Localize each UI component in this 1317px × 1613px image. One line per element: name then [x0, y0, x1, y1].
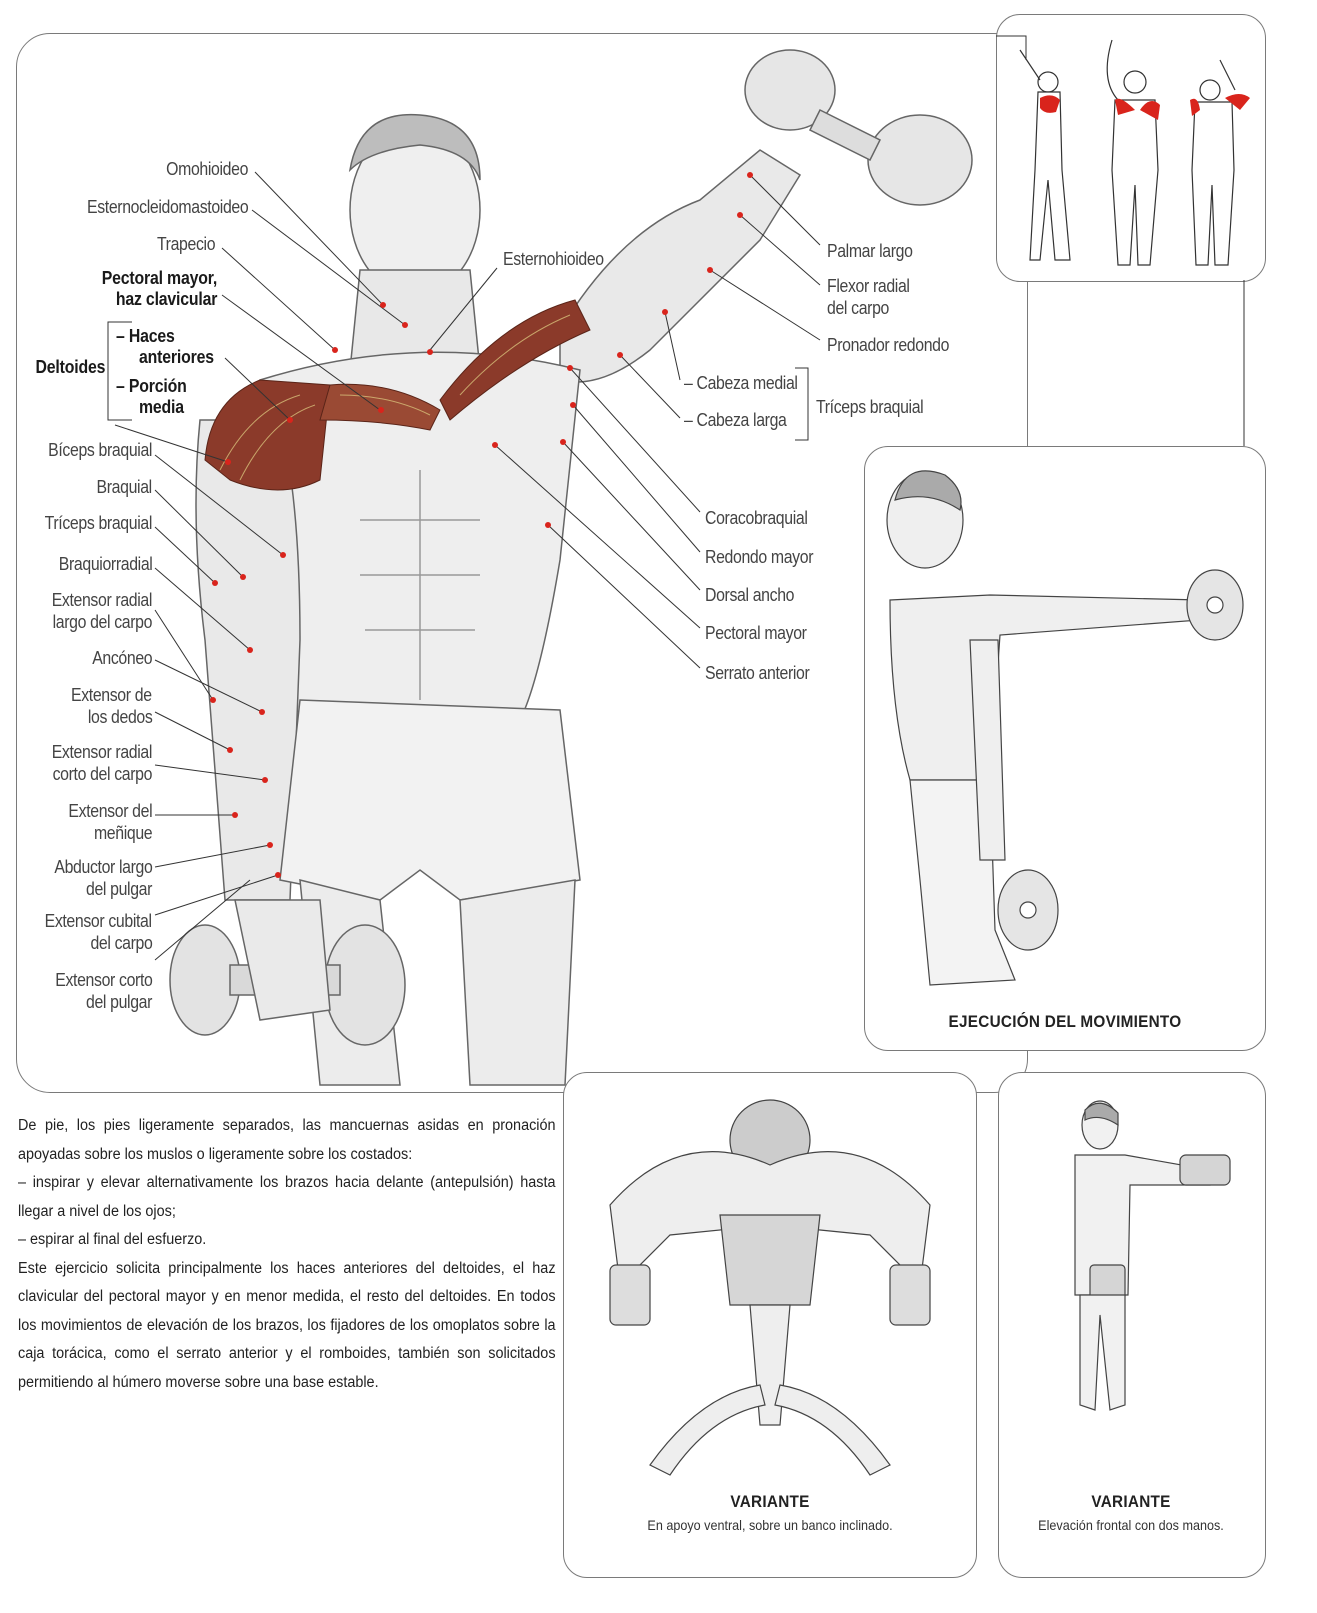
marker-dot [262, 777, 268, 783]
marker-dot [560, 439, 566, 445]
label-triceps-braquial: Tríceps braquial [44, 513, 153, 533]
execution-illustration [886, 470, 1244, 986]
label-anconeo: Ancóneo [91, 648, 152, 668]
description-paragraph: – espirar al final del esfuerzo. [18, 1231, 207, 1248]
label-pronador-redondo: Pronador redondo [827, 335, 950, 355]
marker-dot [332, 347, 338, 353]
variant-two-hands-title: VARIANTE [1091, 1492, 1171, 1511]
marker-dot [232, 812, 238, 818]
label-coracobraquial: Coracobraquial [705, 508, 808, 528]
label-extensor-corto-1: Extensor corto [54, 970, 153, 990]
marker-dot [212, 580, 218, 586]
label-braquiorradial: Braquiorradial [58, 554, 152, 574]
marker-dot [227, 747, 233, 753]
marker-dot [545, 522, 551, 528]
label-braquial: Braquial [96, 477, 153, 497]
marker-dot [737, 212, 743, 218]
marker-dot [380, 302, 386, 308]
marker-dot [267, 842, 273, 848]
label-porcion: – Porción [116, 376, 187, 396]
label-dorsal-ancho: Dorsal ancho [705, 585, 795, 605]
marker-dot [492, 442, 498, 448]
marker-dot [280, 552, 286, 558]
variant-bench-subtitle: En apoyo ventral, sobre un banco inclina… [647, 1517, 893, 1533]
muscle-map-illustration [1019, 39, 1250, 266]
label-biceps-braquial: Bíceps braquial [48, 440, 152, 460]
marker-dot [240, 574, 246, 580]
label-extensor-cubital-1: Extensor cubital [44, 911, 152, 931]
marker-dot [662, 309, 668, 315]
marker-dot [747, 172, 753, 178]
main-anatomy-illustration [169, 49, 973, 1086]
label-esternohioideo: Esternohioideo [503, 249, 604, 269]
marker-dot [378, 407, 384, 413]
marker-dot [287, 417, 293, 423]
label-pectoral-mayor-right: Pectoral mayor [705, 623, 807, 643]
marker-dot [402, 322, 408, 328]
label-extensor-dedos-2: los dedos [87, 707, 152, 727]
label-abductor-largo-1: Abductor largo [53, 857, 152, 877]
label-extensor-cubital-2: del carpo [90, 933, 152, 953]
marker-dot [225, 459, 231, 465]
marker-dot [247, 647, 253, 653]
variant-two-hands-illustration [1074, 1100, 1231, 1411]
marker-dot [707, 267, 713, 273]
marker-dot [427, 349, 433, 355]
label-extensor-dedos-1: Extensor de [71, 685, 152, 705]
label-trapecio: Trapecio [156, 234, 216, 254]
description-paragraph: Este ejercicio solicita principalmente l… [18, 1259, 556, 1391]
label-pectoral-mayor: Pectoral mayor, [101, 268, 218, 288]
label-extensor-radial-largo-1: Extensor radial [51, 590, 153, 610]
label-extensor-menique-1: Extensor del [68, 801, 152, 821]
label-extensor-radial-corto-2: corto del carpo [52, 764, 152, 784]
marker-dot [617, 352, 623, 358]
variant-bench-illustration [609, 1099, 931, 1476]
label-esternocleidomastoideo: Esternocleidomastoideo [86, 197, 249, 217]
label-extensor-radial-corto-1: Extensor radial [51, 742, 153, 762]
execution-caption: EJECUCIÓN DEL MOVIMIENTO [948, 1012, 1182, 1031]
label-haz-clavicular: haz clavicular [115, 289, 218, 309]
marker-dot [275, 872, 281, 878]
label-triceps-braquial-group: Tríceps braquial [816, 397, 924, 417]
label-deltoides: Deltoides [35, 357, 105, 377]
label-haces: – Haces [116, 326, 175, 346]
label-redondo-mayor: Redondo mayor [705, 547, 814, 567]
label-cabeza-larga: – Cabeza larga [684, 410, 787, 430]
label-extensor-corto-2: del pulgar [85, 992, 152, 1012]
marker-dot [567, 365, 573, 371]
description-paragraph: – inspirar y elevar alternativamente los… [18, 1174, 556, 1220]
label-abductor-largo-2: del pulgar [85, 879, 152, 899]
label-extensor-menique-2: meñique [93, 823, 153, 843]
label-serrato-anterior: Serrato anterior [705, 663, 810, 683]
label-flexor-radial-2: del carpo [827, 298, 889, 318]
label-omohioideo: Omohioideo [166, 159, 248, 179]
description-paragraph: De pie, los pies ligeramente separados, … [18, 1117, 556, 1163]
label-anteriores: anteriores [139, 347, 214, 367]
marker-dot [210, 697, 216, 703]
variant-bench-title: VARIANTE [730, 1492, 810, 1511]
label-flexor-radial-1: Flexor radial [827, 276, 910, 296]
marker-dot [570, 402, 576, 408]
marker-dot [259, 709, 265, 715]
exercise-description: De pie, los pies ligeramente separados, … [18, 1112, 556, 1397]
label-palmar-largo: Palmar largo [827, 241, 913, 261]
variant-two-hands-subtitle: Elevación frontal con dos manos. [1038, 1517, 1224, 1533]
label-media: media [139, 397, 184, 417]
label-extensor-radial-largo-2: largo del carpo [52, 612, 152, 632]
label-cabeza-medial: – Cabeza medial [684, 373, 798, 393]
